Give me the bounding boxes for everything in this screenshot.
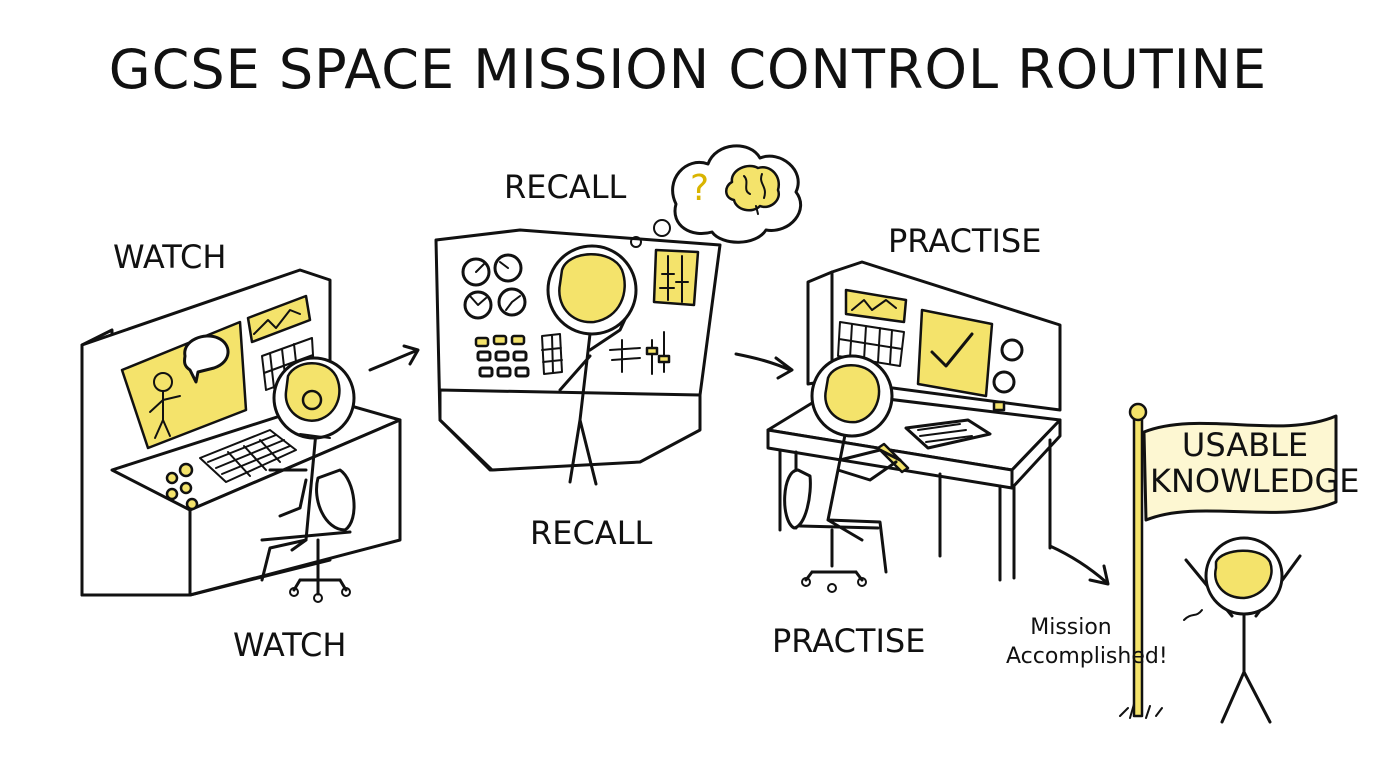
goal-astronaut	[1183, 536, 1302, 724]
question-mark-icon: ?	[690, 168, 710, 209]
flag-label: USABLE KNOWLEDGE	[1150, 426, 1360, 500]
flag-cloth	[1142, 414, 1338, 522]
shout-line-2: Accomplished!	[1006, 643, 1168, 669]
watch-top-label: WATCH	[113, 238, 227, 276]
watch-bottom-label: WATCH	[233, 626, 347, 664]
slider-panel	[652, 248, 700, 307]
arrow-practise-to-goal	[1048, 544, 1110, 586]
chart-screen	[246, 294, 312, 344]
flag-line-2: KNOWLEDGE	[1150, 461, 1360, 500]
brain-icon	[725, 164, 781, 212]
practise-bottom-label: PRACTISE	[772, 622, 926, 660]
goal-flag	[1119, 402, 1338, 719]
diagram-title: GCSE SPACE MISSION CONTROL ROUTINE	[108, 38, 1268, 101]
practise-top-label: PRACTISE	[888, 222, 1042, 260]
shout-line-1: Mission	[1030, 615, 1112, 640]
speech-bubble	[183, 334, 230, 384]
flag-line-1: USABLE	[1181, 426, 1309, 464]
arrow-recall-to-practise	[734, 352, 794, 380]
recall-top-label: RECALL	[504, 168, 627, 206]
check-icon	[930, 332, 974, 368]
practise-console	[766, 260, 1062, 593]
arrow-watch-to-recall	[368, 344, 420, 372]
watch-console	[80, 268, 402, 603]
recall-console	[434, 144, 803, 486]
mission-shout: Mission Accomplished!	[1006, 614, 1168, 671]
recall-bottom-label: RECALL	[530, 514, 653, 552]
